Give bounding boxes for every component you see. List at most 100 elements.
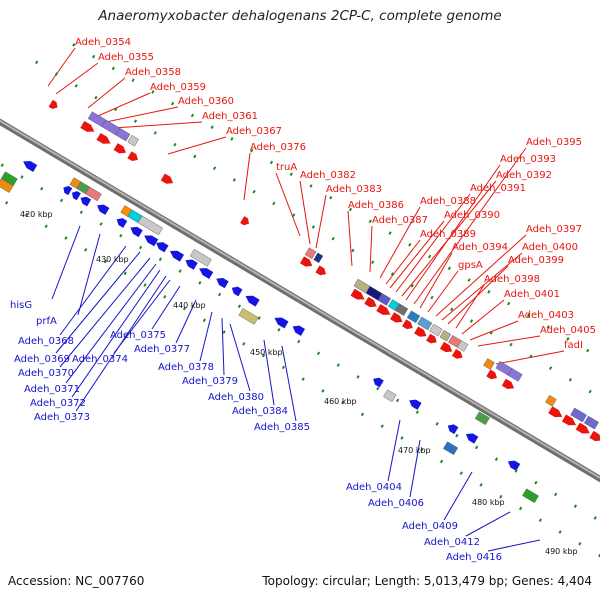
- top-gene-label: Adeh_0405: [540, 325, 596, 336]
- top-gene-label: truA: [276, 162, 297, 173]
- tick-dot: [586, 348, 590, 353]
- tick-dot: [54, 72, 59, 76]
- forward-gene-arrow-shape: [299, 256, 313, 267]
- tick-dot: [212, 166, 217, 170]
- tick-dot: [91, 54, 96, 59]
- tick-dot: [289, 172, 293, 177]
- forward-gene-box-rect: [115, 127, 131, 142]
- tick-dot: [269, 160, 274, 165]
- bottom-label-leader: [59, 257, 151, 368]
- tick-dot: [588, 389, 592, 394]
- tick-dot: [190, 113, 195, 118]
- forward-gene-arrow: [439, 341, 453, 353]
- tick-dot: [529, 354, 533, 359]
- reverse-gene-arrow-shape: [71, 191, 81, 201]
- top-label-leader: [97, 92, 151, 117]
- tick-dot: [548, 366, 553, 370]
- tick-dot: [84, 247, 88, 252]
- reverse-gene-arrow: [199, 268, 214, 279]
- top-label-leader: [395, 193, 471, 293]
- forward-gene-arrow-shape: [80, 120, 95, 132]
- reverse-gene-arrow: [23, 161, 38, 172]
- tick-dot: [329, 195, 333, 200]
- reverse-gene-box: [189, 248, 212, 267]
- tick-dot: [138, 245, 143, 250]
- forward-gene-arrow: [160, 173, 174, 184]
- tick-dot: [272, 201, 276, 206]
- tick-dot: [5, 200, 9, 205]
- forward-gene-box: [406, 310, 421, 324]
- reverse-gene-arrow: [373, 377, 384, 388]
- forward-gene-box: [377, 293, 391, 306]
- forward-gene-arrow: [548, 406, 563, 418]
- reverse-gene-box: [383, 389, 397, 403]
- bottom-gene-label: Adeh_0412: [424, 537, 480, 548]
- tick-dot: [467, 278, 471, 282]
- tick-dot: [558, 530, 562, 534]
- forward-gene-arrow-shape: [390, 312, 403, 323]
- tick-dot: [538, 518, 542, 523]
- tick-dot: [360, 412, 365, 417]
- tick-dot: [114, 107, 118, 112]
- tick-dot: [336, 363, 340, 367]
- forward-gene-box: [304, 247, 317, 259]
- top-label-leader: [105, 106, 179, 123]
- accession-text: Accession: NC_007760: [8, 574, 145, 588]
- reverse-gene-box: [238, 308, 259, 325]
- bottom-gene-label: Adeh_0375: [110, 330, 166, 341]
- forward-gene-box-rect: [483, 358, 495, 370]
- top-label-leader: [243, 152, 251, 201]
- forward-gene-arrow: [364, 296, 377, 308]
- bottom-label-leader: [77, 233, 101, 316]
- reverse-gene-arrow: [80, 196, 92, 207]
- bottom-gene-label: Adeh_0406: [368, 498, 424, 509]
- top-gene-label: Adeh_0367: [226, 126, 282, 137]
- reverse-gene-arrow-shape: [169, 250, 185, 262]
- bottom-gene-label: Adeh_0416: [446, 552, 502, 563]
- bottom-label-leader: [221, 317, 225, 376]
- reverse-gene-arrow-shape: [409, 399, 422, 410]
- top-gene-label: Adeh_0390: [444, 210, 500, 221]
- forward-gene-arrow-shape: [561, 414, 577, 426]
- tick-dot: [341, 400, 345, 405]
- bottom-gene-label: Adeh_0378: [158, 362, 214, 373]
- bottom-gene-label: hisG: [10, 300, 32, 311]
- bottom-label-leader: [281, 345, 297, 422]
- tick-dot: [573, 504, 578, 509]
- top-label-leader: [369, 225, 373, 273]
- bottom-label-leader: [71, 269, 161, 398]
- genome-summary-text: Topology: circular; Length: 5,013,479 bp…: [262, 574, 592, 588]
- bottom-label-leader: [55, 251, 141, 354]
- bottom-label-leader: [465, 511, 511, 537]
- bottom-label-leader: [409, 439, 421, 498]
- reverse-gene-box: [85, 186, 102, 202]
- top-gene-label: Adeh_0391: [470, 183, 526, 194]
- forward-gene-arrow-shape: [589, 430, 600, 442]
- tick-dot: [20, 175, 24, 179]
- tick-dot: [316, 351, 321, 356]
- forward-gene-box-rect: [456, 340, 469, 352]
- top-label-leader: [435, 234, 527, 317]
- tick-dot: [143, 283, 147, 287]
- reverse-gene-box: [137, 215, 163, 236]
- forward-gene-box-rect: [127, 134, 139, 147]
- top-gene-label: Adeh_0400: [522, 242, 578, 253]
- forward-gene-arrow: [240, 216, 250, 226]
- reverse-gene-arrow: [130, 226, 143, 238]
- reverse-gene-arrow: [292, 325, 306, 336]
- forward-gene-box-rect: [545, 395, 557, 407]
- top-gene-label: Adeh_0392: [496, 170, 552, 181]
- reverse-gene-arrow-shape: [245, 295, 260, 307]
- tick-dot: [210, 125, 214, 129]
- top-label-leader: [87, 77, 126, 109]
- kbp-tick-label: 470 kbp: [398, 446, 431, 455]
- tick-dot: [376, 386, 380, 391]
- forward-gene-box: [127, 134, 139, 147]
- tick-dot: [546, 325, 550, 329]
- top-label-leader: [347, 210, 353, 267]
- reverse-gene-arrow: [447, 424, 459, 435]
- tick-dot: [455, 433, 459, 438]
- forward-gene-box-rect: [313, 252, 324, 264]
- reverse-gene-arrow-shape: [274, 317, 289, 329]
